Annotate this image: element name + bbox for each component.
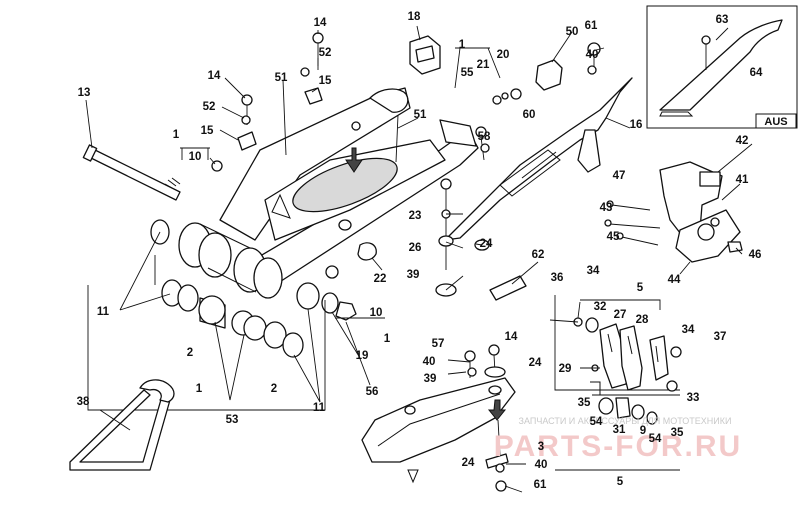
pivot-shaft-part-13: [82, 144, 181, 201]
callout-37: 37: [714, 331, 727, 343]
callout-11: 11: [313, 402, 326, 414]
callout-2: 2: [271, 383, 277, 395]
leader-lines: [85, 25, 753, 493]
callout-57: 57: [432, 338, 445, 350]
bolt-part-63: [701, 35, 711, 45]
callout-38: 38: [77, 396, 90, 408]
watermark-logo: PARTS-FOR.RU: [494, 430, 742, 463]
callout-40: 40: [535, 459, 548, 471]
callout-52: 52: [319, 47, 332, 59]
callout-24: 24: [529, 357, 542, 369]
callout-55: 55: [461, 67, 474, 79]
callout-33: 33: [687, 392, 700, 404]
callout-44: 44: [668, 274, 681, 286]
callout-53: 53: [226, 414, 239, 426]
callout-24: 24: [462, 457, 475, 469]
callout-28: 28: [636, 314, 649, 326]
callout-40: 40: [423, 356, 436, 368]
callout-9: 9: [640, 425, 646, 437]
callout-5: 5: [617, 476, 624, 488]
callout-60: 60: [523, 109, 536, 121]
callout-20: 20: [497, 49, 510, 61]
callout-47: 47: [613, 170, 626, 182]
fasteners-upper-left: [211, 32, 399, 172]
callout-1: 1: [459, 39, 466, 51]
callout-13: 13: [78, 87, 91, 99]
callout-19: 19: [356, 350, 369, 362]
callout-64: 64: [750, 67, 763, 79]
callout-62: 62: [532, 249, 545, 261]
callout-31: 31: [613, 424, 626, 436]
bearing-stack: [150, 219, 377, 358]
swingarm-assembly: [178, 87, 479, 299]
callout-34: 34: [587, 265, 600, 277]
callout-32: 32: [594, 301, 607, 313]
callout-35: 35: [578, 397, 591, 409]
callout-39: 39: [424, 373, 437, 385]
callout-27: 27: [614, 309, 627, 321]
watermark: ЗАПЧАСТИ И АКСЕССУАРЫ ДЛЯ МОТОТЕХНИКИ PA…: [494, 416, 742, 463]
callout-15: 15: [201, 125, 214, 137]
chain-adjuster-group-5: [549, 317, 682, 425]
group-brackets: [87, 47, 680, 471]
bracket-part-41: [604, 161, 743, 263]
callout-63: 63: [716, 14, 729, 26]
callout-61: 61: [534, 479, 547, 491]
callout-58: 58: [478, 131, 491, 143]
callout-39: 39: [407, 269, 420, 281]
inset-label: AUS: [764, 116, 787, 128]
callout-1: 1: [196, 383, 203, 395]
callout-14: 14: [314, 17, 327, 29]
callout-10: 10: [370, 307, 383, 319]
callout-1: 1: [173, 129, 180, 141]
callout-34: 34: [682, 324, 695, 336]
aus-inset: AUS: [646, 5, 798, 129]
callout-21: 21: [477, 59, 490, 71]
pad-part-62: [489, 275, 527, 301]
callout-26: 26: [409, 242, 422, 254]
callout-11: 11: [97, 306, 110, 318]
callout-51: 51: [414, 109, 427, 121]
callout-41: 41: [736, 174, 749, 186]
callout-29: 29: [559, 363, 572, 375]
callout-5: 5: [637, 282, 644, 294]
callout-43: 43: [600, 202, 613, 214]
callout-2: 2: [187, 347, 193, 359]
plate-part-64: [659, 19, 783, 111]
callout-10: 10: [189, 151, 202, 163]
callout-54: 54: [649, 433, 662, 445]
paddock-stand-part-38: [69, 379, 175, 471]
callout-16: 16: [630, 119, 643, 131]
callout-1: 1: [384, 333, 391, 345]
callout-23: 23: [409, 210, 422, 222]
callout-61: 61: [585, 20, 598, 32]
callout-14: 14: [505, 331, 518, 343]
callout-56: 56: [366, 386, 379, 398]
block-part-50: [535, 59, 563, 91]
callout-54: 54: [590, 416, 603, 428]
callout-36: 36: [551, 272, 564, 284]
callout-46: 46: [749, 249, 762, 261]
callout-51: 51: [275, 72, 288, 84]
callout-24: 24: [480, 238, 493, 250]
callout-52: 52: [203, 101, 216, 113]
callout-14: 14: [208, 70, 221, 82]
callout-40: 40: [586, 49, 599, 61]
callout-22: 22: [374, 273, 387, 285]
callout-50: 50: [566, 26, 579, 38]
chain-guard-part-16: [444, 77, 633, 241]
callout-3: 3: [538, 441, 544, 453]
callout-35: 35: [671, 427, 684, 439]
callout-45: 45: [607, 231, 620, 243]
chain-slider-part-3: [361, 344, 516, 492]
callout-42: 42: [736, 135, 749, 147]
callout-18: 18: [408, 11, 421, 23]
watermark-tagline: ЗАПЧАСТИ И АКСЕССУАРЫ ДЛЯ МОТОТЕХНИКИ: [519, 416, 732, 426]
callout-15: 15: [319, 75, 332, 87]
